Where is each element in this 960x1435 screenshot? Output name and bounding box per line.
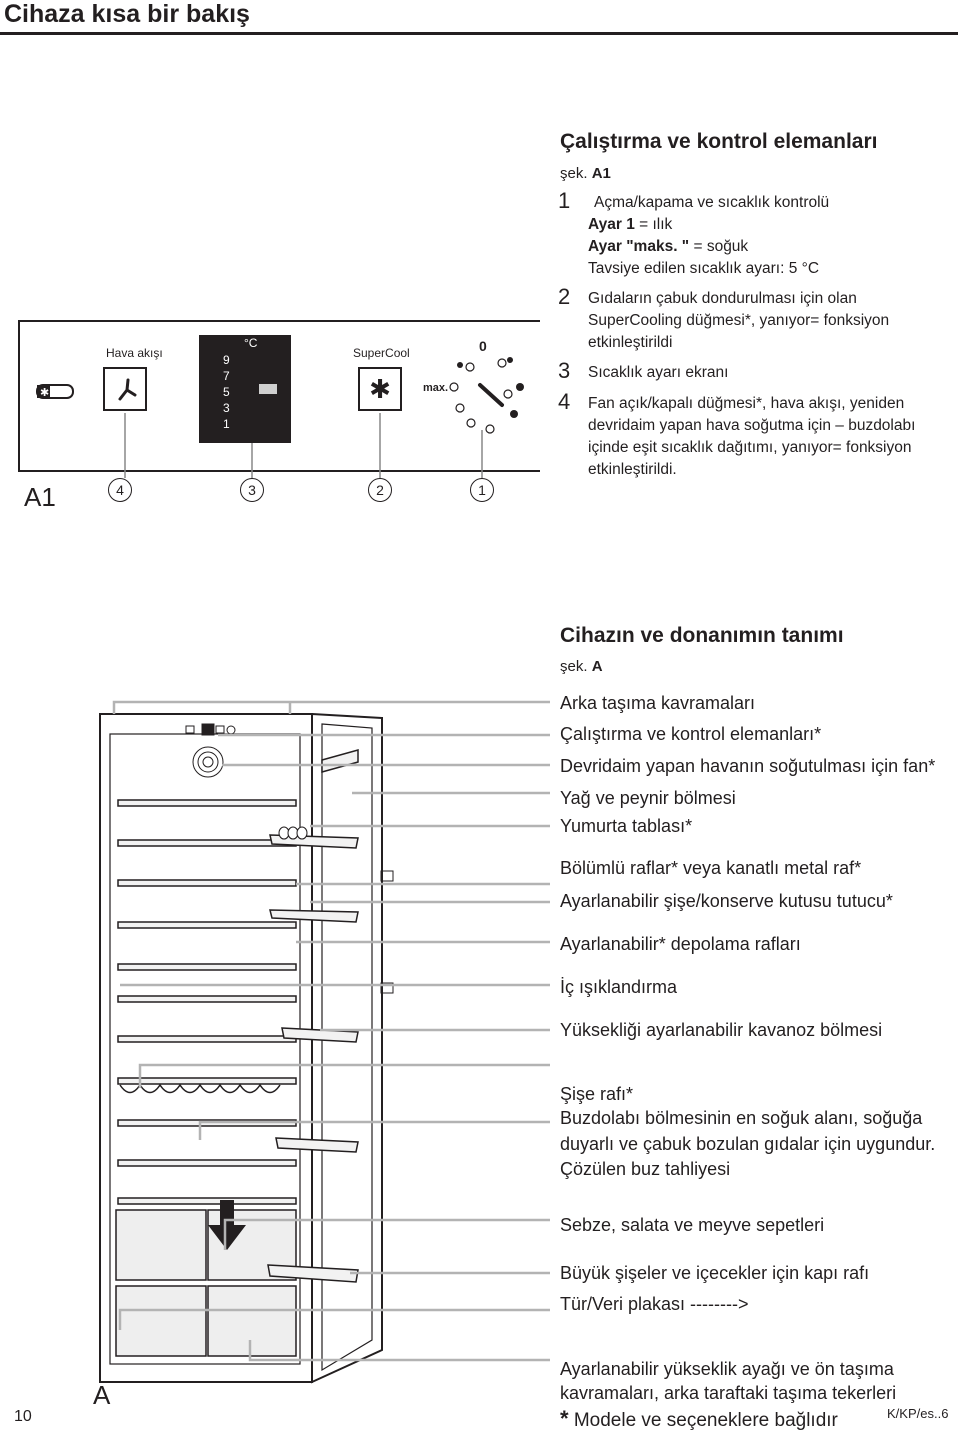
control-item-line: devridaim yapan hava soğutma için – buzd… [588, 417, 916, 434]
page-number: 10 [14, 1408, 32, 1425]
part-label: Şişe rafı* [560, 1084, 634, 1104]
control-item-line: içinde eşit sıcaklık dağıtımı, yanıyor= … [588, 439, 912, 456]
part-label: Buzdolabı bölmesinin en soğuk alanı, soğ… [560, 1108, 923, 1128]
snowflake-icon: ✱ [369, 374, 391, 404]
svg-text:✱: ✱ [40, 386, 49, 399]
setting-label: Ayar "maks. " [588, 238, 690, 255]
part-label: Yağ ve peynir bölmesi [560, 788, 736, 808]
figure-prefix: şek. [560, 165, 588, 182]
setting-label: Ayar 1 [588, 216, 635, 233]
footnote-text: Modele ve seçeneklere bağlıdır [568, 1410, 838, 1431]
page-title: Cihaza kısa bir bakış [4, 0, 250, 28]
scale-value: 3 [223, 401, 230, 415]
appliance-heading: Cihazın ve donanımın tanımı [560, 624, 844, 647]
part-label: Ayarlanabilir* depolama rafları [560, 934, 801, 954]
callout-number: 3 [240, 478, 264, 502]
part-label: Arka taşıma kavramaları [560, 693, 756, 713]
control-panel [18, 320, 540, 472]
part-label: Bölümlü raflar* veya kanatlı metal raf* [560, 858, 862, 878]
refrigerator-drawing [99, 700, 550, 1384]
part-label: Ayarlanabilir şişe/konserve kutusu tutuc… [560, 891, 893, 911]
control-item-number: 2 [558, 284, 571, 309]
controls-figure-ref: şek. A1 [560, 165, 611, 182]
temperature-display: 9 7 5 3 1 [199, 335, 291, 443]
control-item-line: Açma/kapama ve sıcaklık kontrolü [594, 194, 830, 211]
setting-value: = ılık [634, 216, 673, 233]
control-item-line: Ayar 1 = ılık [588, 214, 672, 236]
callout-number: 1 [470, 478, 494, 502]
control-item-number: 1 [558, 188, 571, 213]
scale-value: 5 [223, 385, 230, 399]
footnote-star: * [560, 1406, 569, 1431]
control-item-number: 4 [558, 389, 571, 414]
control-item-line: Sıcaklık ayarı ekranı [588, 364, 729, 381]
panel-callout-lines [124, 413, 483, 478]
figure-label-a1: A1 [24, 482, 56, 512]
figure-label-a: A [93, 1380, 111, 1410]
control-item-line: etkinleştirildi [588, 334, 673, 351]
part-label: Çözülen buz tahliyesi [560, 1159, 731, 1179]
part-label: Tür/Veri plakası --------> [560, 1294, 749, 1314]
part-label: Devridaim yapan havanın soğutulması için… [560, 756, 936, 776]
scale-value: 9 [223, 353, 230, 367]
part-label: İç ışıklandırma [560, 977, 678, 997]
callout-number: 4 [108, 478, 132, 502]
part-label: kavramaları, arka taraftaki taşıma teker… [560, 1383, 897, 1403]
appliance-figure-ref: şek. A [560, 658, 603, 675]
degree-caption: °C [244, 336, 258, 350]
control-item-line: etkinleştirildi. [588, 461, 677, 478]
control-item-line: SuperCooling düğmesi*, yanıyor= fonksiyo… [588, 312, 890, 329]
part-label: Ayarlanabilir yükseklik ayağı ve ön taşı… [560, 1359, 894, 1379]
airflow-caption: Hava akışı [106, 346, 163, 360]
part-label: Yüksekliği ayarlanabilir kavanoz bölmesi [560, 1020, 883, 1040]
supercool-caption: SuperCool [353, 346, 410, 360]
footnote: * Modele ve seçeneklere bağlıdır [560, 1406, 838, 1432]
part-label: Büyük şişeler ve içecekler için kapı raf… [560, 1263, 870, 1283]
control-item-line: Fan açık/kapalı düğmesi*, hava akışı, ye… [588, 395, 905, 412]
callout-number: 2 [368, 478, 392, 502]
supercool-button[interactable]: ✱ [358, 367, 402, 411]
title-rule [0, 32, 958, 35]
control-item-number: 3 [558, 358, 571, 383]
display-segment [259, 384, 277, 394]
control-item-line: Ayar "maks. " = soğuk [588, 236, 748, 258]
figure-id: A [591, 658, 603, 675]
max-caption: max. [423, 382, 449, 394]
figure-id: A1 [591, 165, 611, 182]
part-label: Çalıştırma ve kontrol elemanları* [560, 724, 822, 744]
scale-value: 1 [223, 417, 230, 431]
fan-icon [118, 378, 137, 401]
part-label: Yumurta tablası* [560, 816, 693, 836]
document-code: K/KP/es..6 [887, 1406, 949, 1421]
scale-value: 7 [223, 369, 230, 383]
control-item-line: Tavsiye edilen sıcaklık ayarı: 5 °C [588, 260, 820, 277]
control-item-line: Gıdaların çabuk dondurulması için olan [588, 290, 857, 307]
temperature-dial[interactable] [440, 350, 530, 440]
part-label: Sebze, salata ve meyve sepetleri [560, 1215, 825, 1235]
airflow-button[interactable] [103, 367, 147, 411]
zero-caption: 0 [479, 338, 487, 354]
setting-value: = soğuk [689, 238, 749, 255]
part-label: duyarlı ve çabuk bozulan gıdalar için uy… [560, 1134, 936, 1154]
fan-indicator-icon: ✱ [36, 384, 74, 399]
controls-heading: Çalıştırma ve kontrol elemanları [560, 130, 878, 153]
figure-prefix: şek. [560, 658, 588, 675]
